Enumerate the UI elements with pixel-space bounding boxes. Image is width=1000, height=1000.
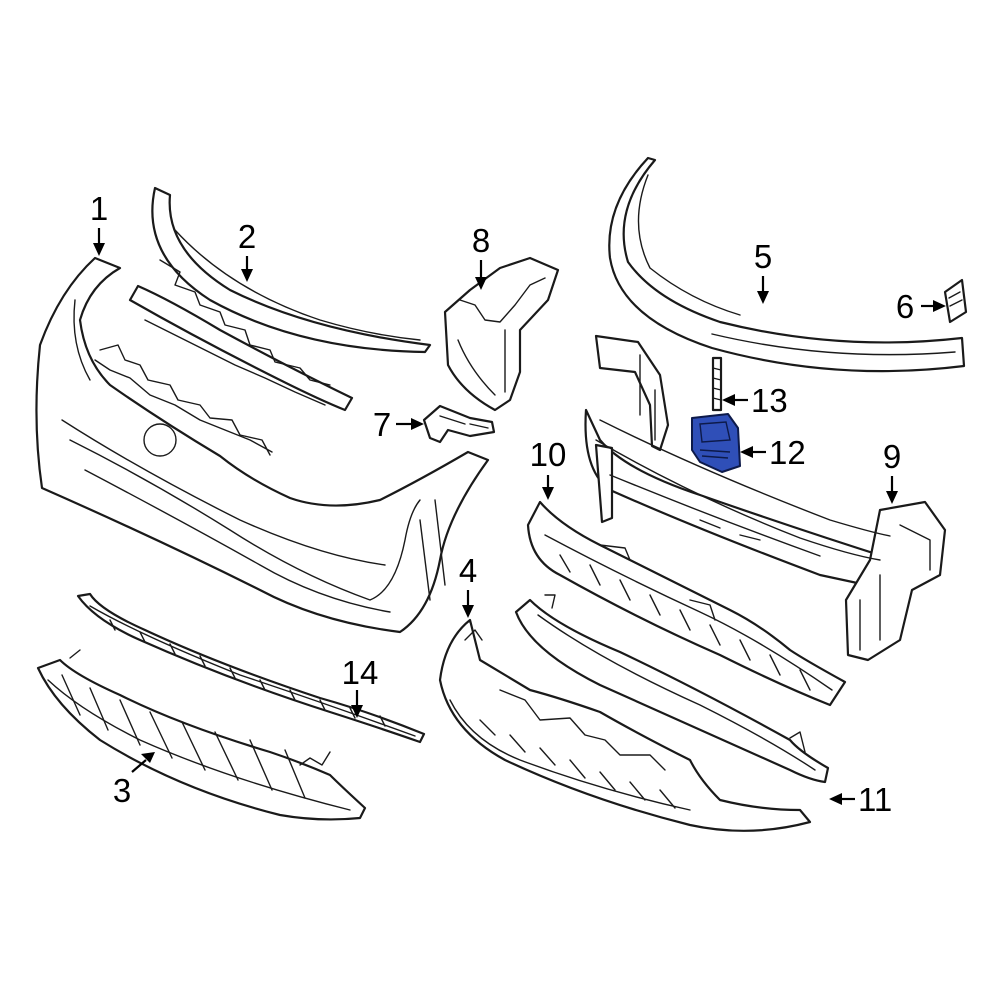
part-6-bracket[interactable] (943, 278, 968, 324)
callout-12: 12 (769, 434, 806, 471)
part-1-bumper-cover[interactable] (35, 256, 490, 634)
callout-8: 8 (472, 222, 490, 259)
callout-7: 7 (373, 406, 391, 443)
callout-13: 13 (751, 382, 788, 419)
callout-11: 11 (858, 781, 892, 818)
callout-10: 10 (530, 436, 567, 473)
part-12-module-highlighted[interactable] (691, 413, 741, 473)
part-8-bracket[interactable] (443, 256, 560, 412)
callout-numbers: 1 2 8 5 6 7 13 12 10 9 4 14 3 11 (90, 190, 914, 818)
part-2-grille-bracket[interactable] (128, 186, 432, 412)
callout-leaders (93, 228, 946, 805)
part-4-skid-plate[interactable] (438, 618, 812, 832)
callout-5: 5 (754, 238, 772, 275)
part-5-upper-cover-strip[interactable] (608, 156, 966, 373)
callout-4: 4 (459, 552, 477, 589)
part-10-energy-absorber[interactable] (526, 500, 847, 707)
callout-9: 9 (883, 438, 901, 475)
part-13-stud[interactable] (711, 356, 723, 412)
callout-1: 1 (90, 190, 108, 227)
part-9-reinforcement-bar[interactable] (584, 334, 947, 662)
callout-6: 6 (896, 288, 914, 325)
callout-2: 2 (238, 218, 256, 255)
part-7-bracket[interactable] (422, 404, 496, 444)
part-14-trim-strip[interactable] (76, 592, 426, 744)
callout-14: 14 (342, 654, 379, 691)
callout-3: 3 (113, 772, 131, 809)
part-11-lower-strip[interactable] (514, 594, 830, 784)
part-3-lower-grille[interactable] (36, 649, 367, 821)
